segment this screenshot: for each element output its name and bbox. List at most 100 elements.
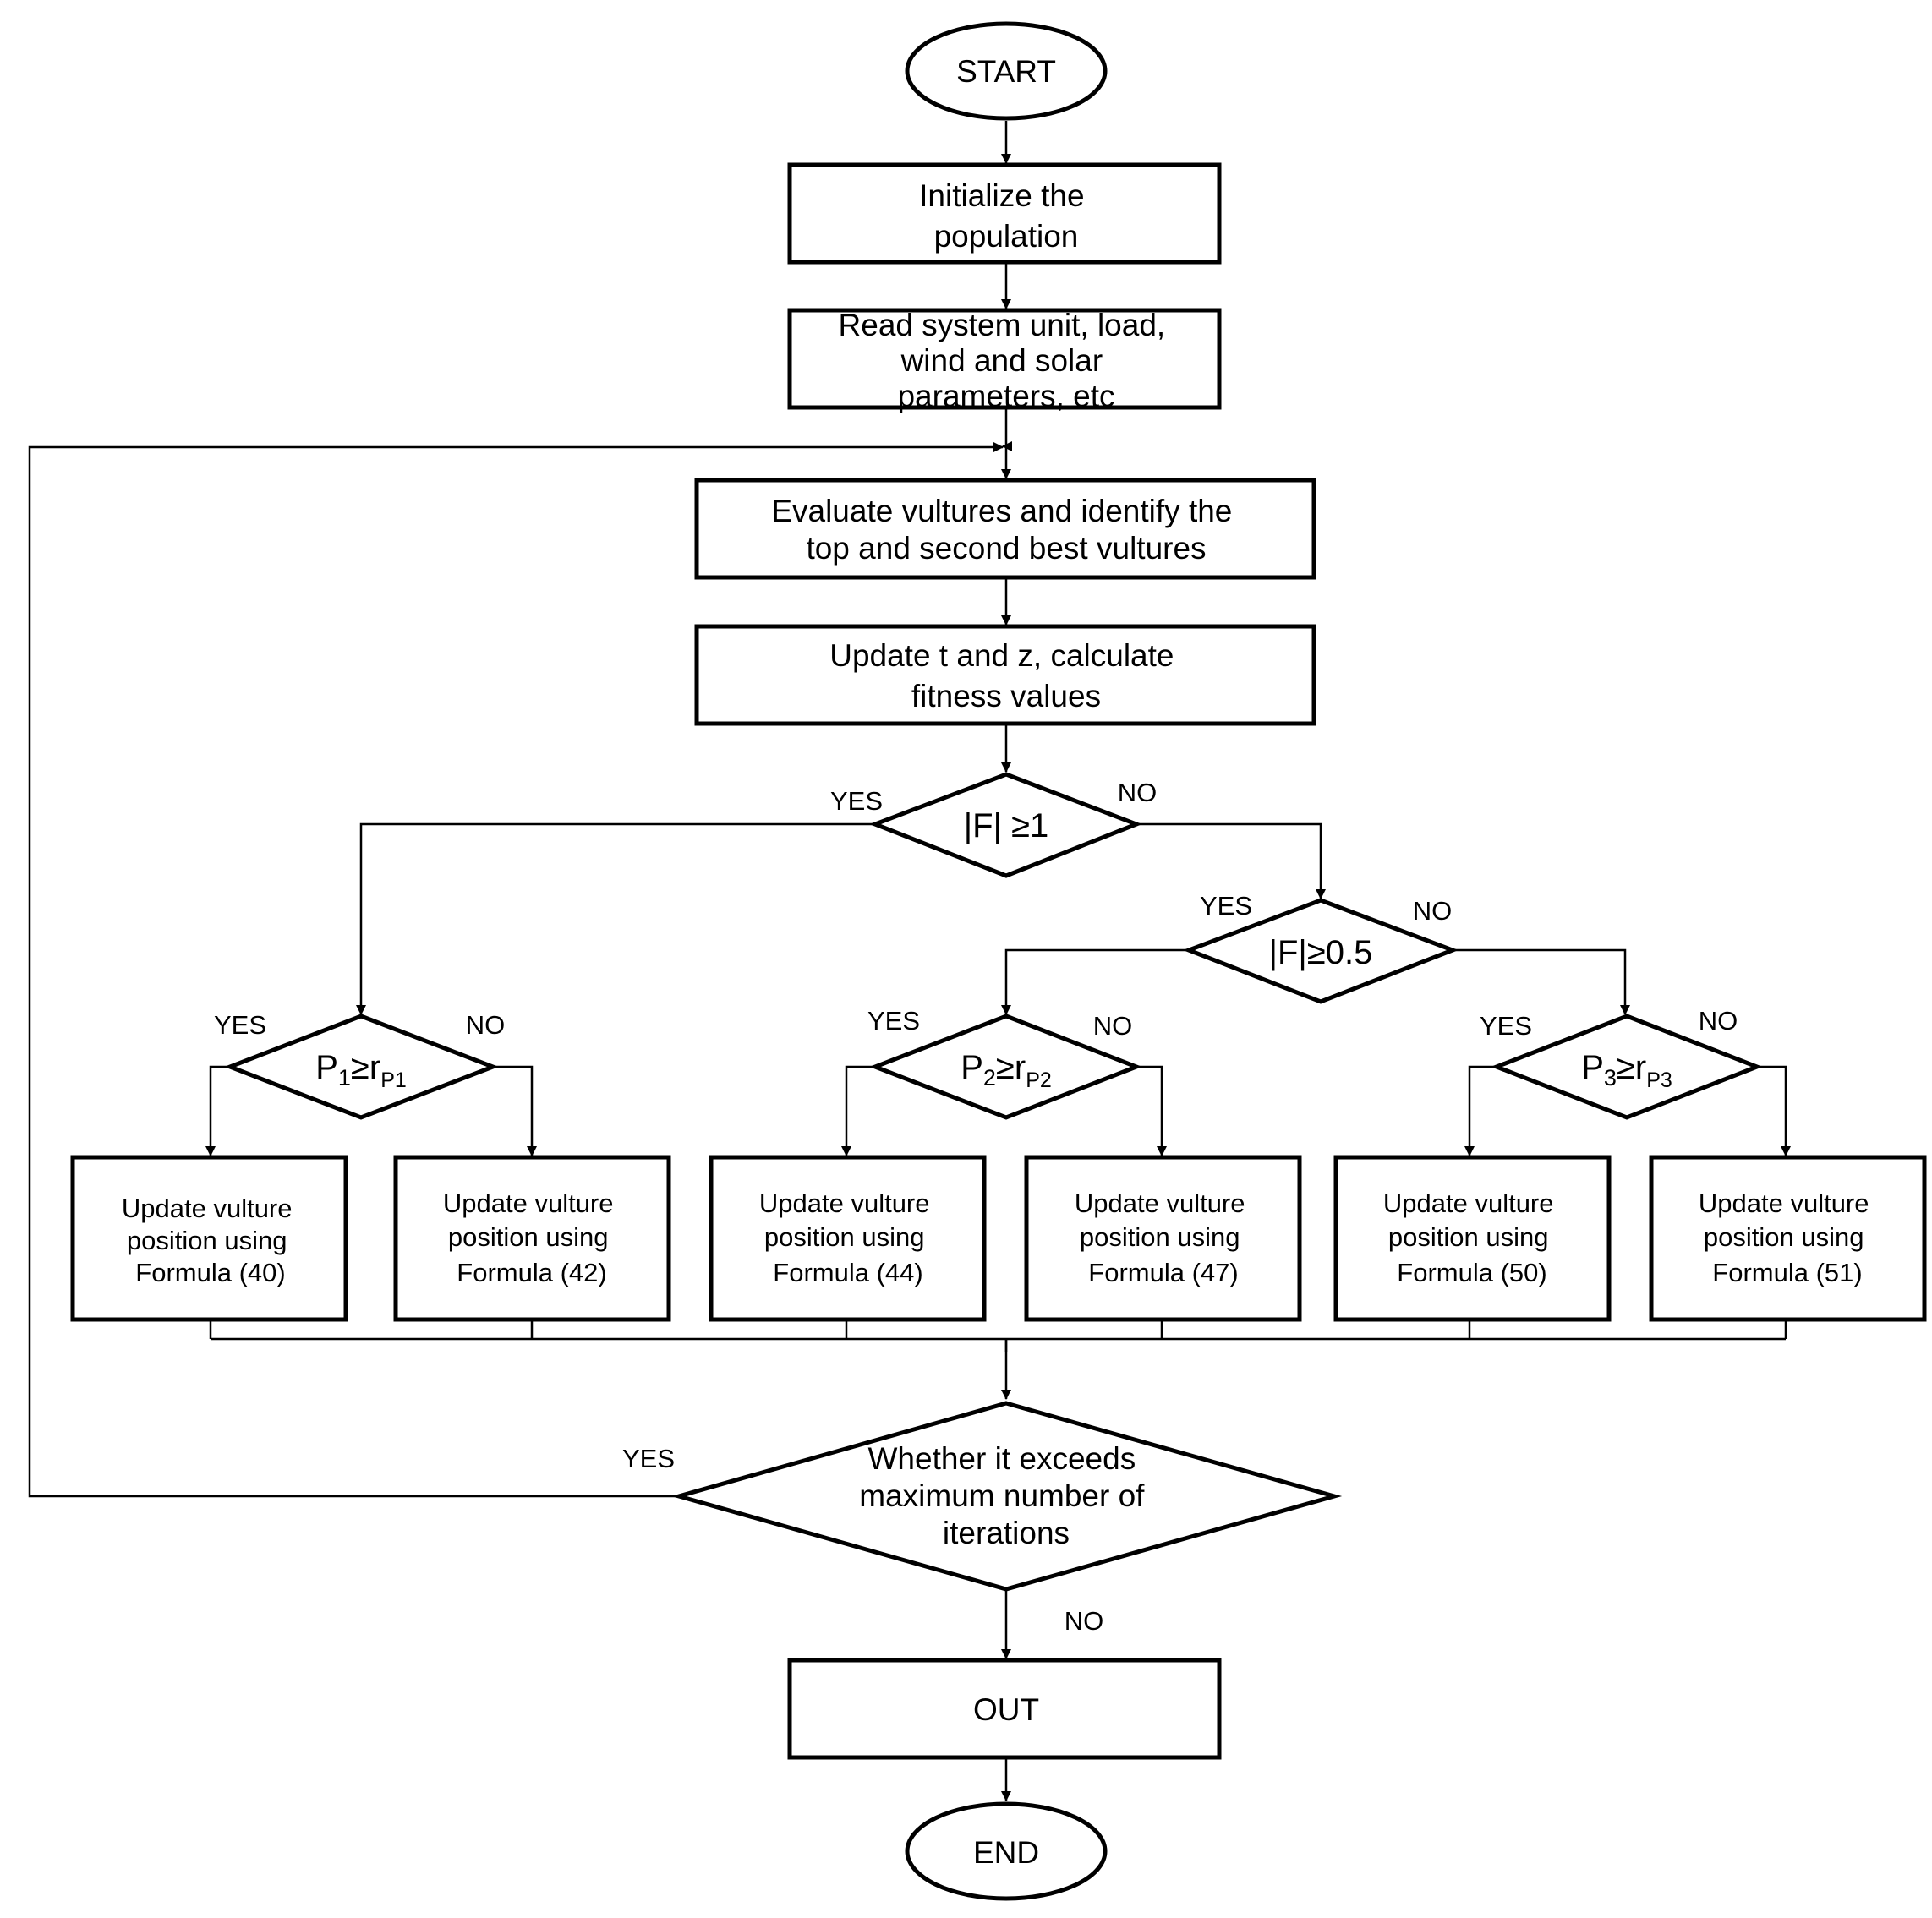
edge-d2-yes (1001, 948, 1189, 1015)
d3-yes-label: YES (214, 1010, 266, 1040)
d5-label: P3≥rP3 (1581, 1049, 1672, 1092)
formula-44-line-3: Formula (44) (773, 1258, 922, 1287)
d5-no-label: NO (1699, 1006, 1738, 1036)
init-box (787, 162, 1222, 265)
d5-diamond (1491, 1014, 1763, 1120)
node-update-tz: Update t and z, calculate fitness values (694, 624, 1316, 726)
d3-sub2: P1 (380, 1068, 407, 1092)
read-line-2: wind and solar (900, 343, 1103, 378)
formula-42-line-1: Update vulture (443, 1189, 614, 1218)
edge-labels: YES NO YES NO YES NO YES NO YES NO YES N… (214, 778, 1738, 1636)
d2-yes-label: YES (1200, 891, 1252, 921)
formula-51-line-1: Update vulture (1699, 1189, 1869, 1218)
node-formula-42: Update vulture position using Formula (4… (393, 1155, 671, 1322)
check-line-1: Whether it exceeds (868, 1441, 1136, 1476)
evaluate-line-2: top and second best vultures (806, 531, 1206, 566)
node-d3: P1≥rP1 (224, 1014, 499, 1120)
formula-42-box (393, 1155, 671, 1322)
formula-40-box (70, 1155, 348, 1322)
node-d5: P3≥rP3 (1491, 1014, 1763, 1120)
d4-label: P2≥rP2 (961, 1049, 1052, 1092)
formula-51-line-3: Formula (51) (1712, 1258, 1862, 1287)
check-line-2: maximum number of (859, 1478, 1145, 1513)
d4-sub2: P2 (1026, 1068, 1052, 1092)
edge-d5-yes (1464, 1065, 1495, 1156)
formula-40-line-2: position using (127, 1226, 287, 1255)
d1-diamond (869, 772, 1142, 878)
update-tz-box (694, 624, 1316, 726)
node-d4: P2≥rP2 (869, 1014, 1142, 1120)
formula-40-line-3: Formula (40) (135, 1258, 285, 1287)
edges (28, 121, 1791, 1801)
edge-check-yes-loop (28, 442, 1004, 1498)
d1-label: |F| ≥1 (964, 807, 1049, 844)
formula-44-line-2: position using (764, 1222, 925, 1252)
edge-d5-no (1757, 1065, 1791, 1156)
formula-42-line-3: Formula (42) (457, 1258, 606, 1287)
edge-d4-yes (841, 1065, 873, 1156)
node-d2: |F|≥0.5 (1183, 898, 1459, 1004)
d2-diamond (1183, 898, 1459, 1004)
formula-47-label: Update vulture position using Formula (4… (1075, 1189, 1252, 1287)
d4-yes-label: YES (867, 1006, 920, 1036)
node-read: Read system unit, load, wind and solar p… (787, 308, 1222, 413)
edge-d3-no (493, 1065, 537, 1156)
d3-diamond (224, 1014, 499, 1120)
d2-label: |F|≥0.5 (1269, 934, 1373, 971)
d4-no-label: NO (1093, 1011, 1133, 1041)
node-init: Initialize the population (787, 162, 1222, 265)
formula-50-label: Update vulture position using Formula (5… (1383, 1189, 1561, 1287)
formula-51-line-2: position using (1704, 1222, 1864, 1252)
evaluate-label: Evaluate vultures and identify the top a… (771, 494, 1240, 566)
d2-no-label: NO (1413, 896, 1453, 926)
start-terminal (905, 21, 1108, 121)
d3-main: P (315, 1049, 338, 1086)
node-formula-47: Update vulture position using Formula (4… (1024, 1155, 1302, 1322)
d3-no-label: NO (466, 1010, 506, 1040)
edge-formulas-collector (209, 1320, 1787, 1352)
check-label: Whether it exceeds maximum number of ite… (859, 1441, 1153, 1550)
update-tz-label: Update t and z, calculate fitness values (829, 638, 1183, 713)
node-end: END (905, 1801, 1108, 1901)
node-formula-40: Update vulture position using Formula (4… (70, 1155, 348, 1322)
start-label: START (956, 54, 1056, 89)
node-check: Whether it exceeds maximum number of ite… (670, 1401, 1343, 1592)
node-out: OUT (787, 1658, 1222, 1760)
check-diamond (670, 1401, 1343, 1592)
end-label: END (973, 1835, 1039, 1870)
node-d1: |F| ≥1 (869, 772, 1142, 878)
d4-main: P (961, 1049, 983, 1086)
read-line-1: Read system unit, load, (839, 308, 1166, 342)
d3-sub1: 1 (338, 1065, 351, 1090)
out-label: OUT (973, 1692, 1039, 1727)
evaluate-box (694, 478, 1316, 580)
d3-rel: ≥r (351, 1049, 380, 1086)
formula-42-label: Update vulture position using Formula (4… (443, 1189, 621, 1287)
d4-rel: ≥r (996, 1049, 1026, 1086)
formula-47-line-2: position using (1080, 1222, 1240, 1252)
edge-d1-yes (356, 822, 873, 1015)
read-box (787, 308, 1222, 410)
out-box (787, 1658, 1222, 1760)
formula-47-box (1024, 1155, 1302, 1322)
node-formula-44: Update vulture position using Formula (4… (709, 1155, 987, 1322)
edge-d2-no (1453, 948, 1630, 1015)
d5-main: P (1581, 1049, 1604, 1086)
formula-40-line-1: Update vulture (122, 1194, 293, 1223)
formula-47-line-1: Update vulture (1075, 1189, 1245, 1218)
edge-d4-no (1136, 1065, 1167, 1156)
formula-47-line-3: Formula (47) (1088, 1258, 1238, 1287)
init-line-2: population (934, 219, 1079, 254)
check-yes-label: YES (622, 1444, 675, 1473)
d4-sub1: 2 (983, 1065, 996, 1090)
formula-44-line-1: Update vulture (759, 1189, 930, 1218)
formula-51-box (1649, 1155, 1927, 1322)
node-start: START (905, 21, 1108, 121)
node-formula-50: Update vulture position using Formula (5… (1333, 1155, 1612, 1322)
d5-rel: ≥r (1617, 1049, 1646, 1086)
formula-50-box (1333, 1155, 1612, 1322)
formula-50-line-3: Formula (50) (1397, 1258, 1546, 1287)
read-line-3: parameters, etc (897, 379, 1114, 413)
init-label: Initialize the population (919, 178, 1093, 254)
